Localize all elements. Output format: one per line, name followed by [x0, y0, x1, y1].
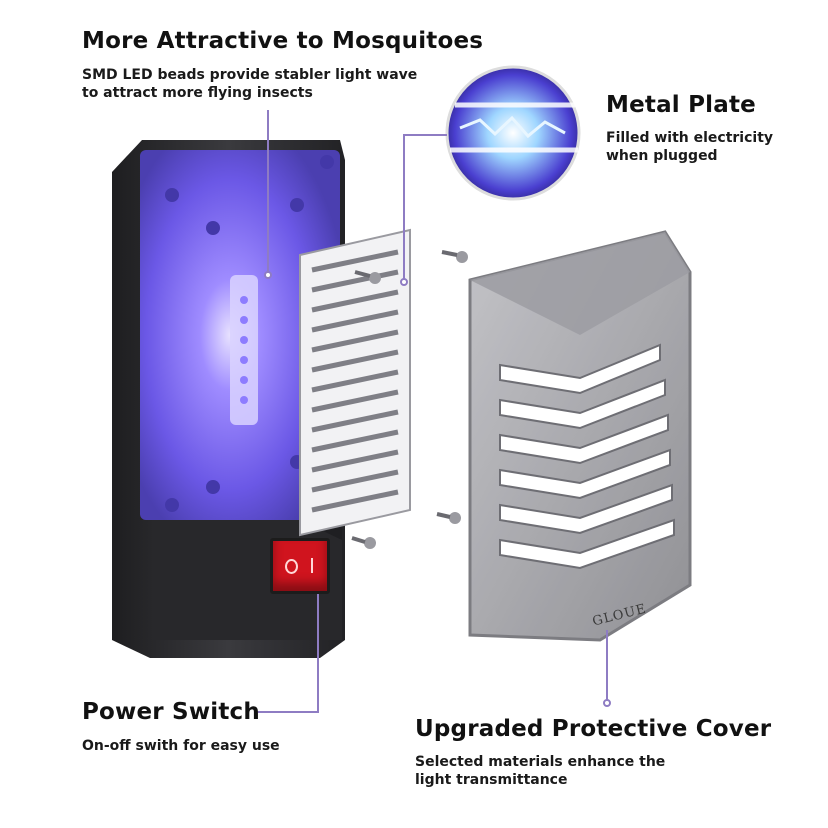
metal-plate-title: Metal Plate [606, 92, 756, 118]
screws [351, 250, 468, 549]
off-symbol-icon [285, 559, 298, 574]
power-switch-description-line-1: On-off swith for easy use [82, 738, 280, 754]
mounting-posts [165, 155, 334, 512]
cover-description-line-2: light transmittance [415, 772, 568, 788]
attract-description-line-1: SMD LED beads provide stabler light wave [82, 67, 418, 83]
protective-cover [468, 230, 692, 642]
power-switch-button[interactable] [270, 538, 330, 594]
metal-plate-zoom-bubble [445, 65, 581, 201]
attract-description-line-2: to attract more flying insects [82, 85, 313, 101]
on-symbol-icon [311, 558, 313, 573]
callout-line-power-switch [258, 568, 319, 713]
power-switch-title: Power Switch [82, 699, 260, 725]
cover-description-line-1: Selected materials enhance the [415, 754, 666, 770]
screw-icon [354, 270, 381, 284]
cover-description: Selected materials enhance the light tra… [415, 753, 665, 789]
metal-plate-description: Filled with electricity when plugged [606, 129, 773, 165]
cover-vents [499, 343, 675, 570]
metal-plate [299, 228, 411, 537]
attract-description: SMD LED beads provide stabler light wave… [82, 66, 417, 102]
callout-line-metal-plate [403, 134, 447, 282]
screw-icon [351, 536, 376, 549]
metal-plate-description-line-1: Filled with electricity [606, 130, 774, 146]
power-switch-description: On-off swith for easy use [82, 737, 280, 755]
cover-title: Upgraded Protective Cover [415, 716, 772, 742]
led-beads [240, 296, 248, 404]
led-strip [230, 275, 258, 425]
attract-title: More Attractive to Mosquitoes [82, 28, 484, 54]
screw-icon [436, 512, 461, 524]
screw-icon [441, 250, 468, 263]
device-body [112, 140, 345, 658]
metal-plate-grid [311, 249, 399, 513]
metal-plate-description-line-2: when plugged [606, 148, 718, 164]
callout-lines [258, 110, 611, 713]
electric-spark-icon [459, 115, 566, 139]
